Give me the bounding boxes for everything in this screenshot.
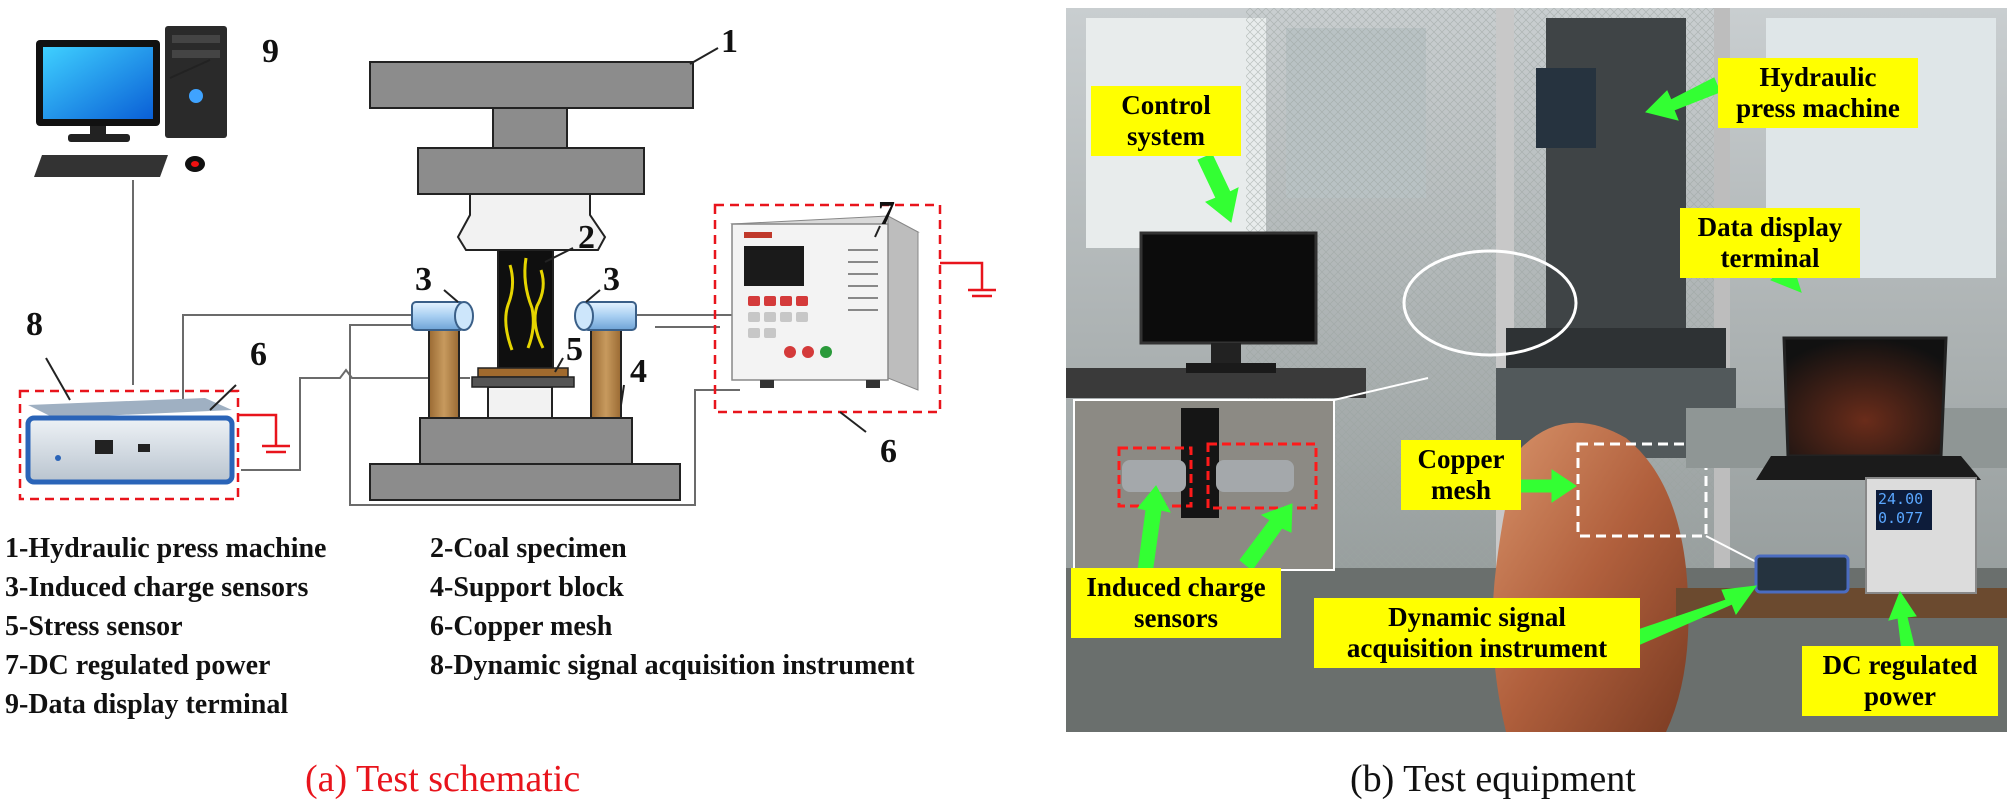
arrow-control-system xyxy=(1197,153,1239,223)
callout-control-system: Control system xyxy=(1091,86,1241,157)
legend-item-2: 2-Coal specimen xyxy=(430,533,627,564)
legend-item-5: 5-Stress sensor xyxy=(5,611,183,642)
callout-copper-mesh: Copper mesh xyxy=(1401,440,1521,511)
callout-arrows xyxy=(1137,77,1918,661)
arrow-sensor-right xyxy=(1239,503,1293,571)
callout-data-display-terminal: Data display terminal xyxy=(1680,208,1860,279)
data-display-terminal xyxy=(34,26,227,177)
test-schematic: 1 2 3 3 4 5 6 6 7 8 9 xyxy=(18,23,996,506)
caption-test-schematic: (a) Test schematic xyxy=(305,758,581,800)
copper-mesh-boxes xyxy=(18,203,942,501)
label-num-3-right: 3 xyxy=(603,261,620,298)
leader-lines xyxy=(45,47,881,433)
arrow-hydraulic-press xyxy=(1645,77,1721,121)
callout-dc-regulated-power: DC regulated power xyxy=(1802,646,1998,717)
label-num-9: 9 xyxy=(262,33,279,70)
label-num-8: 8 xyxy=(26,306,43,343)
coal-specimen xyxy=(497,249,554,369)
legend-item-3: 3-Induced charge sensors xyxy=(5,572,309,603)
support-blocks xyxy=(428,329,622,419)
induced-charge-sensors xyxy=(411,301,637,331)
legend-item-7: 7-DC regulated power xyxy=(5,650,271,681)
arrow-acquisition xyxy=(1631,585,1758,647)
callout-dynamic-signal-acquisition: Dynamic signal acquisition instrument xyxy=(1314,598,1640,669)
psu-current: 0.077 xyxy=(1878,509,1924,527)
legend-item-9: 9-Data display terminal xyxy=(5,689,289,720)
legend-item-1: 1-Hydraulic press machine xyxy=(5,533,327,564)
arrow-sensor-left xyxy=(1137,485,1171,575)
arrow-copper-mesh xyxy=(1515,469,1577,503)
legend-item-6: 6-Copper mesh xyxy=(430,611,613,642)
label-num-5: 5 xyxy=(566,331,583,368)
dc-regulated-power xyxy=(730,215,920,391)
legend-item-4: 4-Support block xyxy=(430,572,624,603)
label-num-1: 1 xyxy=(721,23,738,60)
test-equipment-photo: 24.00 0.077 Control system Hydraulic pre… xyxy=(1066,8,2007,732)
label-num-6-left: 6 xyxy=(250,336,267,373)
hydraulic-press-machine xyxy=(369,61,694,501)
dynamic-signal-acquisition-instrument xyxy=(25,398,235,485)
ground-symbols xyxy=(238,261,996,454)
callout-hydraulic-press-machine: Hydraulic press machine xyxy=(1718,58,1918,129)
callout-induced-charge-sensors: Induced charge sensors xyxy=(1071,568,1281,639)
label-num-6-right: 6 xyxy=(880,433,897,470)
label-num-4: 4 xyxy=(630,353,647,390)
psu-voltage: 24.00 xyxy=(1878,490,1924,508)
legend-item-8: 8-Dynamic signal acquisition instrument xyxy=(430,650,915,681)
label-num-7: 7 xyxy=(878,195,895,232)
label-num-3-left: 3 xyxy=(415,261,432,298)
label-num-2: 2 xyxy=(578,219,595,256)
caption-test-equipment: (b) Test equipment xyxy=(1350,758,1636,800)
stress-sensor xyxy=(471,367,575,388)
